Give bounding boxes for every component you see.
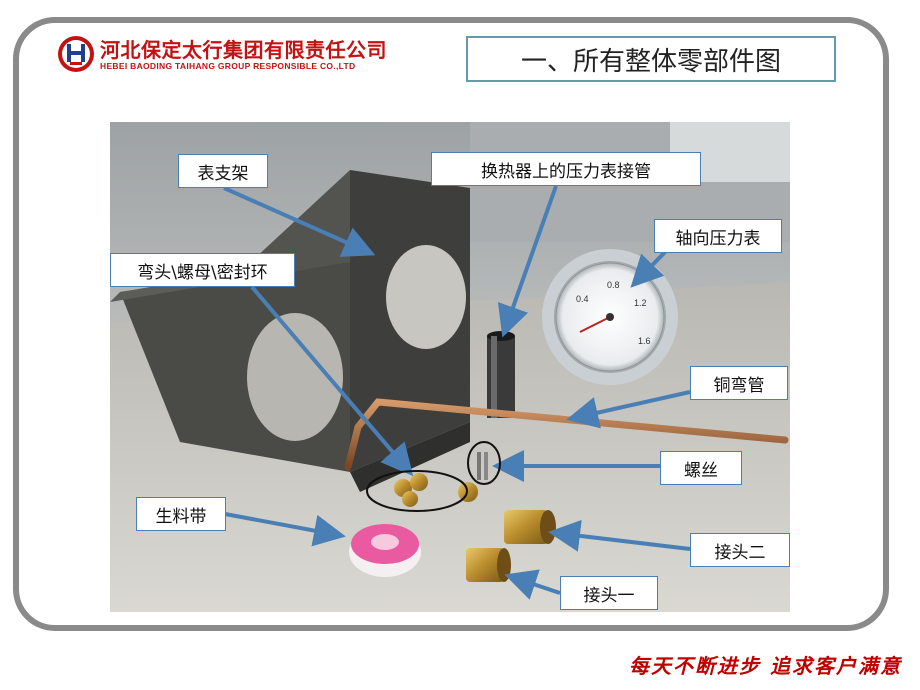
callout-connector-two: 接头二 <box>690 533 790 567</box>
company-name-en: HEBEI BAODING TAIHANG GROUP RESPONSIBLE … <box>100 61 356 71</box>
svg-text:1.2: 1.2 <box>634 298 647 308</box>
callout-pressure-gauge-pipe: 换热器上的压力表接管 <box>431 152 701 186</box>
callout-gauge-bracket: 表支架 <box>178 154 268 188</box>
callout-connector-one: 接头一 <box>560 576 658 610</box>
callout-copper-elbow-pipe: 铜弯管 <box>690 366 788 400</box>
callout-elbow-nut-seal: 弯头\螺母\密封环 <box>110 253 295 287</box>
company-logo-icon <box>58 36 94 72</box>
parts-photo: 0.4 0.8 1.2 1.6 <box>110 122 790 612</box>
company-name-cn: 河北保定太行集团有限责任公司 <box>100 38 387 62</box>
svg-text:0.8: 0.8 <box>607 280 620 290</box>
callout-ptfe-tape: 生料带 <box>136 497 226 531</box>
callout-axial-pressure-gauge: 轴向压力表 <box>654 219 782 253</box>
footer-slogan: 每天不断进步 追求客户满意 <box>629 654 902 678</box>
svg-text:0.4: 0.4 <box>576 294 589 304</box>
callout-screw: 螺丝 <box>660 451 742 485</box>
slide-title: 一、所有整体零部件图 <box>466 36 836 82</box>
svg-text:1.6: 1.6 <box>638 336 651 346</box>
